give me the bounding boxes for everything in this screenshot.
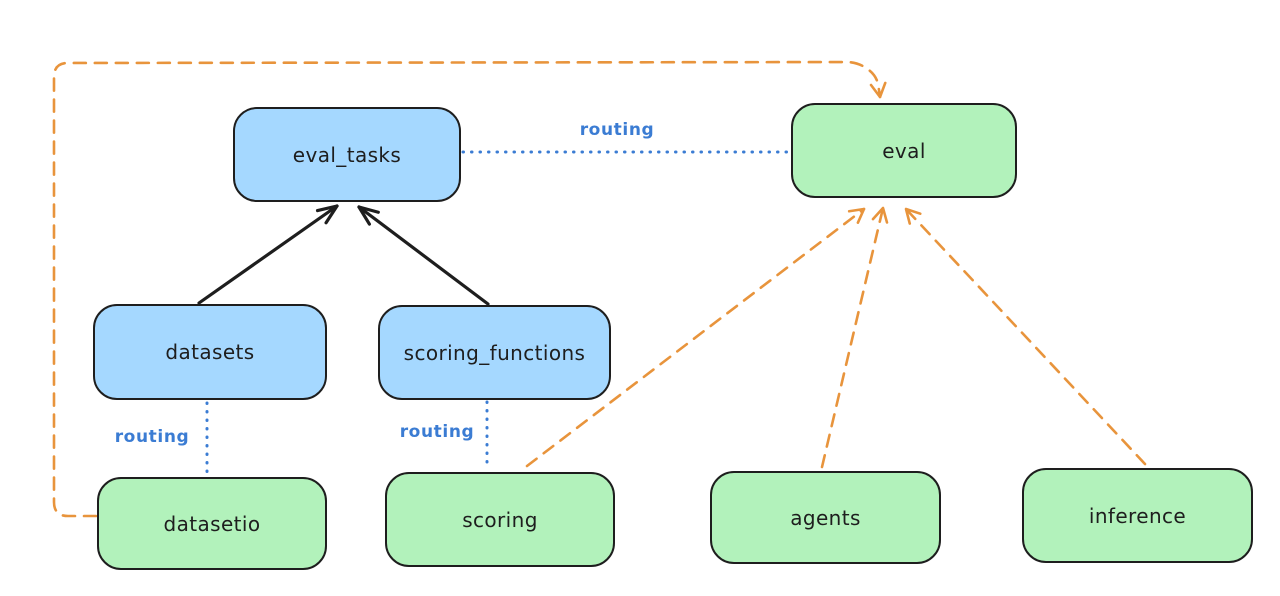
arrowhead-icon (847, 207, 866, 225)
edge-label-eval-tasks-to-eval-routing: routing (579, 120, 655, 140)
node-label: inference (1088, 503, 1187, 528)
edge-datasets-to-eval-tasks (197, 204, 339, 305)
node-label: scoring_functions (403, 340, 586, 365)
node-eval_tasks: eval_tasks (233, 107, 461, 202)
edge-scoring-to-eval (525, 207, 866, 468)
edge-inference-to-eval (904, 207, 1147, 466)
node-label: datasetio (163, 511, 261, 536)
arrowhead-icon (315, 204, 339, 225)
node-label: datasets (165, 340, 255, 364)
edge-datasetio-to-eval-loop (52, 60, 887, 518)
node-scoring: scoring (385, 472, 615, 567)
node-agents: agents (710, 471, 941, 564)
arrowhead-icon (869, 81, 887, 99)
node-datasets: datasets (93, 304, 327, 400)
node-inference: inference (1022, 468, 1253, 563)
node-scoring_functions: scoring_functions (378, 305, 611, 400)
node-datasetio: datasetio (97, 477, 327, 570)
edge-label-scoring-functions-to-scoring-routing: routing (399, 422, 475, 442)
node-label: eval (882, 138, 926, 163)
arrowhead-icon (357, 205, 380, 226)
node-eval: eval (791, 103, 1017, 198)
node-label: eval_tasks (292, 142, 402, 167)
node-label: scoring (462, 507, 538, 532)
edge-scoring-functions-to-eval-tasks (357, 205, 490, 306)
edge-agents-to-eval (820, 206, 889, 469)
edge-label-datasets-to-datasetio-routing: routing (114, 427, 190, 447)
node-label: agents (790, 505, 861, 530)
arrowhead-icon (871, 206, 889, 224)
arrowhead-icon (904, 207, 922, 225)
